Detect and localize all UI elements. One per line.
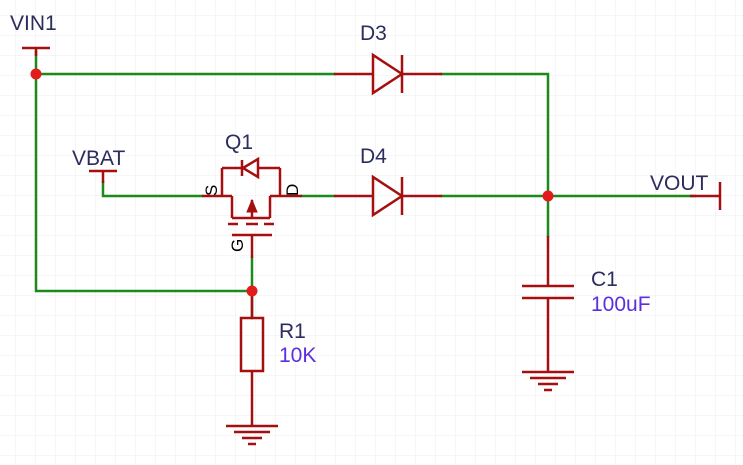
junction-gate [246,285,258,297]
q1-mosfet-symbol[interactable] [202,160,302,258]
vin1-label: VIN1 [10,12,57,35]
q1-pin-gate: G [228,239,247,252]
junction-vin1 [30,68,42,80]
c1-designator: C1 [591,268,618,291]
q1-designator: Q1 [225,131,253,154]
q1-pin-drain: D [283,184,302,196]
q1-body-diode-icon [240,156,260,180]
d4-diode-symbol[interactable] [334,174,442,218]
q1-arrow-icon [246,198,258,213]
vbat-power-port[interactable] [89,169,117,183]
junctions [30,68,554,297]
r1-designator: R1 [279,320,306,343]
vbat-label: VBAT [72,147,125,170]
r1-value: 10K [279,344,316,367]
vin1-power-port[interactable] [22,46,50,56]
wire-d3-to-vout-node[interactable] [440,72,550,198]
q1-pin-source: S [202,185,221,196]
c1-ground-icon [522,370,574,392]
vout-power-port[interactable] [690,182,722,210]
d3-diode-symbol[interactable] [334,52,442,96]
junction-vout [542,190,554,202]
d4-designator: D4 [360,145,387,168]
wire-vbat-to-source[interactable] [101,180,204,198]
c1-capacitor-symbol[interactable] [522,236,574,372]
r1-ground-icon [226,424,278,446]
d3-designator: D3 [360,22,387,45]
c1-value: 100uF [591,293,651,316]
vout-label: VOUT [650,172,709,195]
wire-vin1-to-gate-node[interactable] [34,72,254,293]
